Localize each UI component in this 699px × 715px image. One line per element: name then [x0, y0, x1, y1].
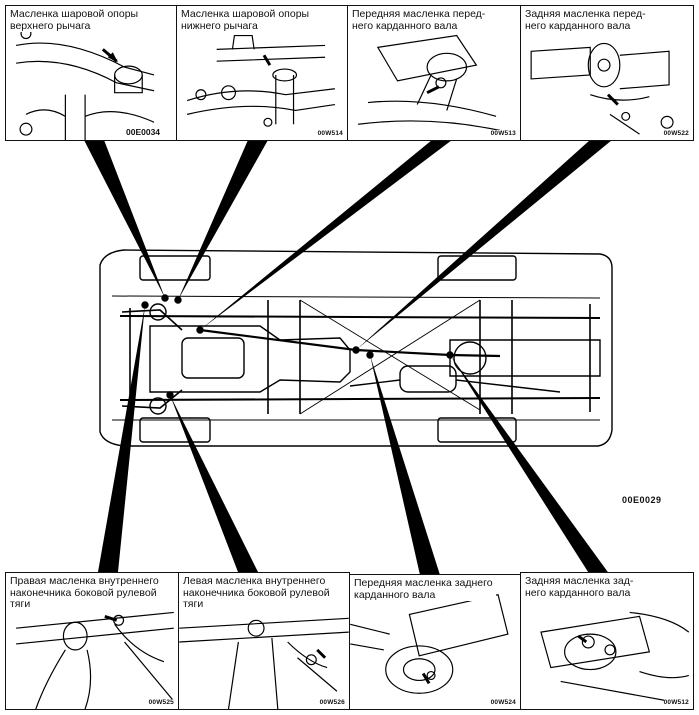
caption-line: Масленка шаровой опоры: [10, 8, 139, 20]
caption-line: нижнего рычага: [181, 19, 258, 32]
caption-line: наконечника боковой рулевой: [10, 586, 157, 599]
panel-upper-ball-joint: Масленка шаровой опоры верхнего рычага 0…: [5, 5, 177, 141]
diagram-code: 00E0029: [622, 495, 662, 505]
rear-driveshaft-front-illustration: [350, 594, 509, 694]
caption-left-tie-rod: Левая масленка внутреннего наконечника б…: [183, 575, 333, 611]
figure-code: 00W514: [317, 130, 343, 137]
caption-front-driveshaft-front: Передняя масленка перед- него карданного…: [352, 8, 489, 32]
caption-line: Задняя масленка перед-: [525, 8, 646, 20]
caption-line: Левая масленка внутреннего: [183, 575, 326, 587]
caption-line: Правая масленка внутреннего: [10, 575, 159, 587]
pointer-upper-ball-joint: [84, 140, 165, 298]
figure-code: 00W512: [663, 699, 689, 706]
figure-code: 00W524: [490, 699, 516, 706]
caption-line: Передняя масленка перед-: [352, 8, 486, 20]
left-tie-rod-illustration: [179, 617, 349, 709]
pointer-right-tie-rod: [98, 305, 145, 572]
caption-line: тяги: [183, 598, 204, 610]
figure-code: 00W513: [490, 130, 516, 137]
panel-front-driveshaft-rear: Задняя масленка перед- него карданного в…: [520, 5, 694, 141]
caption-line: него карданного вала: [525, 586, 631, 599]
figure-code: 00E0034: [126, 127, 161, 137]
caption-line: карданного вала: [354, 588, 436, 601]
caption-upper-ball-joint: Масленка шаровой опоры верхнего рычага: [10, 8, 142, 32]
caption-front-driveshaft-rear: Задняя масленка перед- него карданного в…: [525, 8, 649, 32]
chassis: [99, 249, 613, 447]
caption-right-tie-rod: Правая масленка внутреннего наконечника …: [10, 575, 162, 611]
caption-rear-driveshaft-rear: Задняя масленка зад- него карданного вал…: [525, 575, 637, 599]
panel-right-tie-rod: Правая масленка внутреннего наконечника …: [5, 572, 179, 710]
caption-lower-ball-joint: Масленка шаровой опоры нижнего рычага: [181, 8, 313, 32]
panel-rear-driveshaft-front: Передняя масленка заднего карданного вал…: [349, 574, 521, 710]
front-driveshaft-rear-illustration: [530, 42, 674, 135]
caption-rear-driveshaft-front: Передняя масленка заднего карданного вал…: [354, 577, 496, 601]
right-tie-rod-illustration: [16, 611, 175, 709]
caption-line: наконечника боковой рулевой: [183, 586, 330, 599]
figure-code: 00W525: [148, 699, 174, 706]
lower-ball-joint-illustration: [186, 34, 335, 127]
caption-line: Масленка шаровой опоры: [181, 8, 310, 20]
panel-rear-driveshaft-rear: Задняя масленка зад- него карданного вал…: [520, 572, 694, 710]
callout-pointers: [84, 140, 612, 575]
front-driveshaft-front-illustration: [358, 34, 516, 135]
figure-code: 00W526: [319, 699, 345, 706]
panel-left-tie-rod: Левая масленка внутреннего наконечника б…: [178, 572, 350, 710]
panel-front-driveshaft-front: Передняя масленка перед- него карданного…: [347, 5, 521, 141]
upper-ball-joint-illustration: [16, 28, 155, 140]
pointer-left-tie-rod: [170, 395, 258, 572]
pointer-lower-ball-joint: [178, 140, 268, 300]
caption-line: Задняя масленка зад-: [525, 575, 634, 587]
caption-line: Передняя масленка заднего: [354, 577, 493, 589]
pointer-front-driveshaft-front: [200, 140, 452, 330]
caption-line: него карданного вала: [352, 19, 458, 32]
pointer-rear-driveshaft-rear: [450, 355, 610, 575]
caption-line: верхнего рычага: [10, 19, 91, 32]
pointer-rear-driveshaft-front: [370, 355, 440, 575]
figure-code: 00W522: [663, 130, 689, 137]
panel-lower-ball-joint: Масленка шаровой опоры нижнего рычага 00…: [176, 5, 348, 141]
caption-line: тяги: [10, 598, 31, 610]
caption-line: него карданного вала: [525, 19, 631, 32]
rear-driveshaft-rear-illustration: [540, 611, 690, 702]
